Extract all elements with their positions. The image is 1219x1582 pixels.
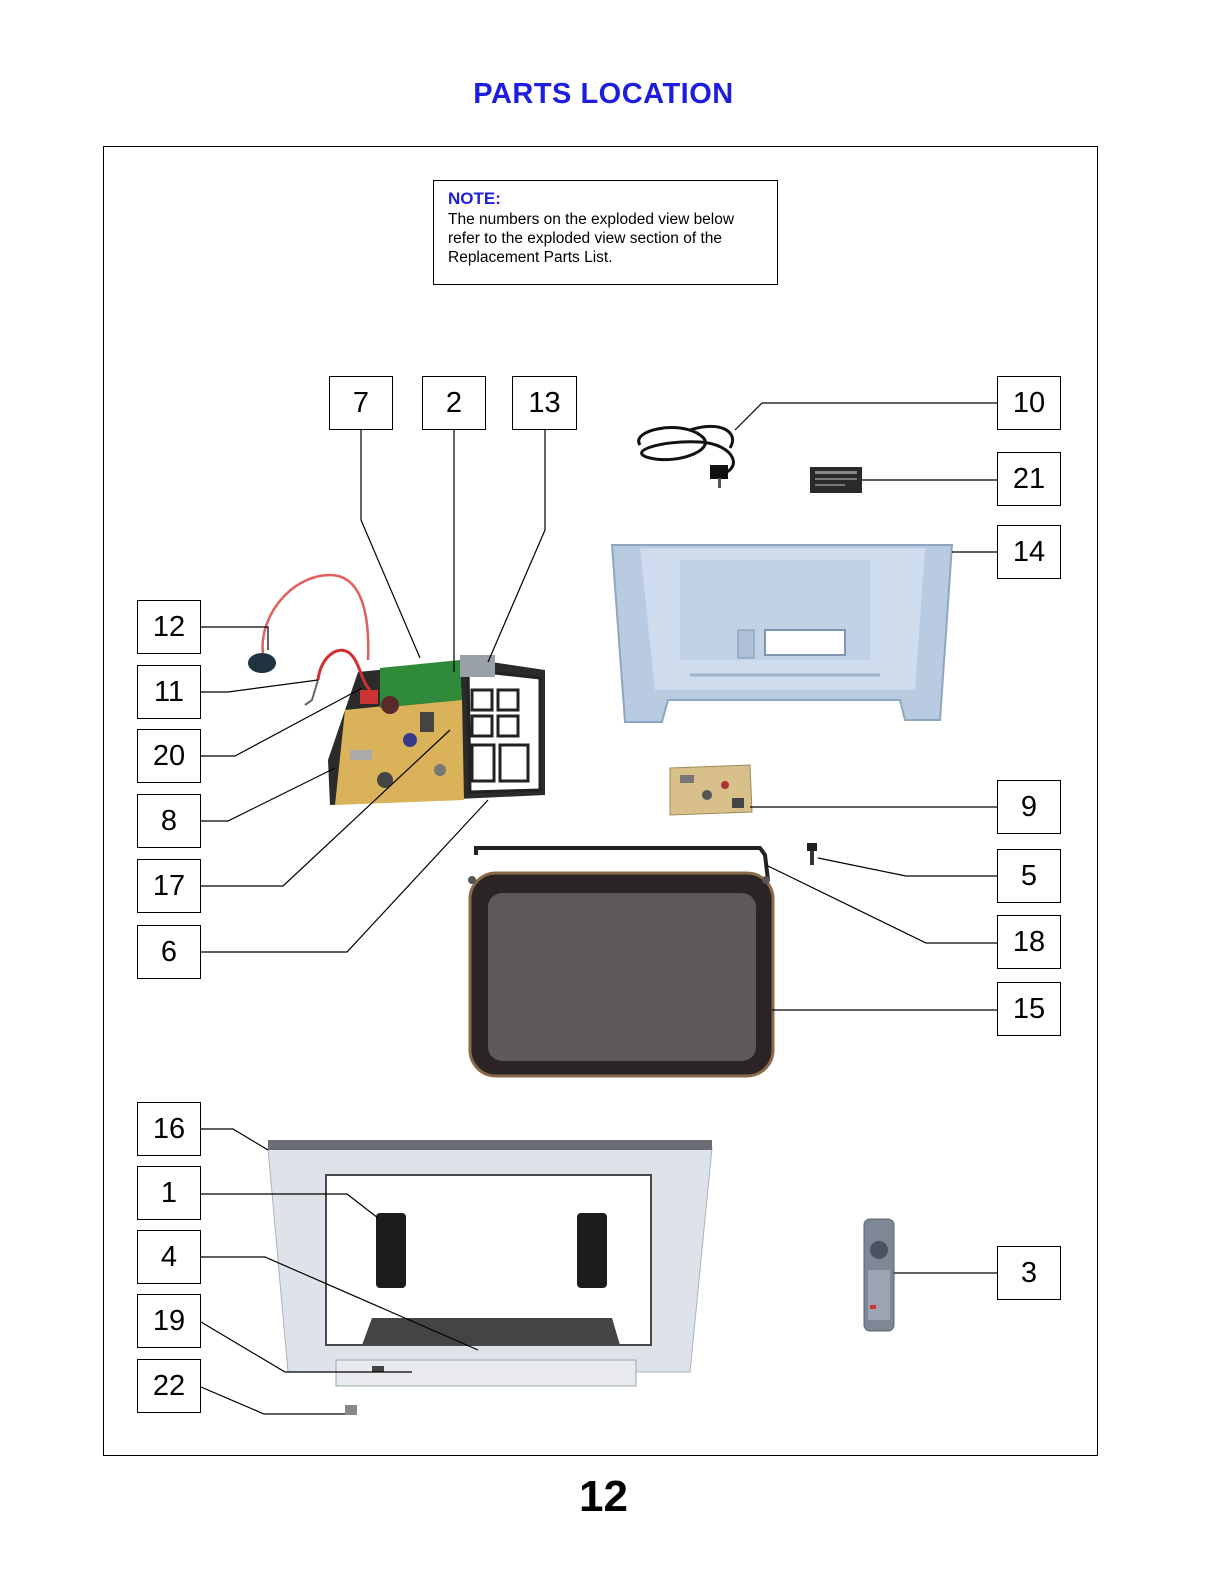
callout-3: 3 [997, 1246, 1061, 1300]
callout-10: 10 [997, 376, 1061, 430]
callout-4: 4 [137, 1230, 201, 1284]
remote-control-image [864, 1219, 894, 1331]
callout-1: 1 [137, 1166, 201, 1220]
callout-13: 13 [512, 376, 577, 430]
main-chassis-image [328, 655, 545, 805]
callout-2: 2 [422, 376, 486, 430]
callout-7: 7 [329, 376, 393, 430]
callout-18: 18 [997, 915, 1061, 969]
callout-17: 17 [137, 859, 201, 913]
crt-picture-tube-image [468, 848, 773, 1076]
screw-image [807, 843, 817, 865]
front-cabinet-image [268, 1140, 712, 1415]
power-cord-image [639, 426, 734, 488]
degaussing-coil-image [248, 575, 368, 673]
small-pcb-image [670, 765, 752, 815]
page-number: 12 [0, 1472, 1207, 1522]
callout-9: 9 [997, 780, 1061, 834]
callout-19: 19 [137, 1294, 201, 1348]
back-cover-image [612, 545, 952, 722]
callout-11: 11 [137, 665, 201, 719]
callout-16: 16 [137, 1102, 201, 1156]
callout-12: 12 [137, 600, 201, 654]
callout-5: 5 [997, 849, 1061, 903]
callout-22: 22 [137, 1359, 201, 1413]
callout-14: 14 [997, 525, 1061, 579]
callout-8: 8 [137, 794, 201, 848]
callout-21: 21 [997, 452, 1061, 506]
callout-6: 6 [137, 925, 201, 979]
callout-15: 15 [997, 982, 1061, 1036]
callout-20: 20 [137, 729, 201, 783]
